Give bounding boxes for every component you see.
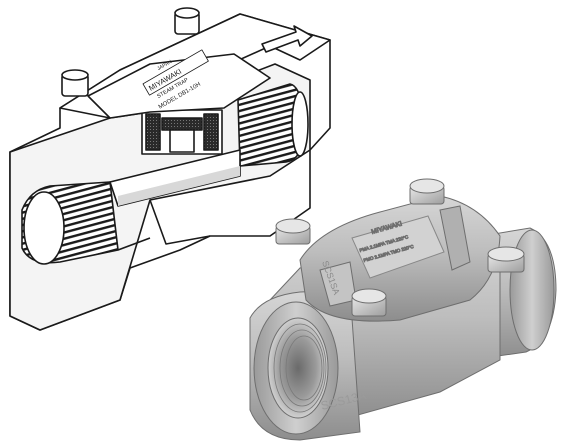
cutaway-bolt-left <box>61 69 89 97</box>
product-bolt-front <box>351 288 387 317</box>
cutaway-bore-shade <box>118 166 240 206</box>
cutaway-cap <box>87 53 271 119</box>
product-bolt-top <box>409 178 445 205</box>
cutaway-seat <box>169 129 195 153</box>
product-bolt-left <box>275 218 311 245</box>
cutaway-bolt-top <box>174 7 200 35</box>
product-render: MIYAWAKI PMA 2.1MPA TMA 220°C PMO 2.1MPA… <box>249 178 557 441</box>
flow-arrow-icon <box>261 25 313 53</box>
product-cap-rib-right <box>439 205 471 271</box>
product-port-threads <box>273 323 327 413</box>
product-bolt-right <box>487 246 525 273</box>
product-nameplate: MIYAWAKI PMA 2.1MPA TMA 220°C PMO 2.1MPA… <box>351 215 445 279</box>
product-left-port-bore <box>267 317 329 419</box>
cutaway-lower-edge <box>117 199 211 251</box>
cutaway-seat-hatch <box>145 113 219 151</box>
cutaway-right-port <box>291 91 309 157</box>
cutaway-drawing: MIYAWAKI STEAM TRAP MODEL DB1-10H JAPAN <box>9 7 331 331</box>
cutaway-left-port <box>23 191 65 265</box>
cutaway-disc <box>161 117 203 131</box>
